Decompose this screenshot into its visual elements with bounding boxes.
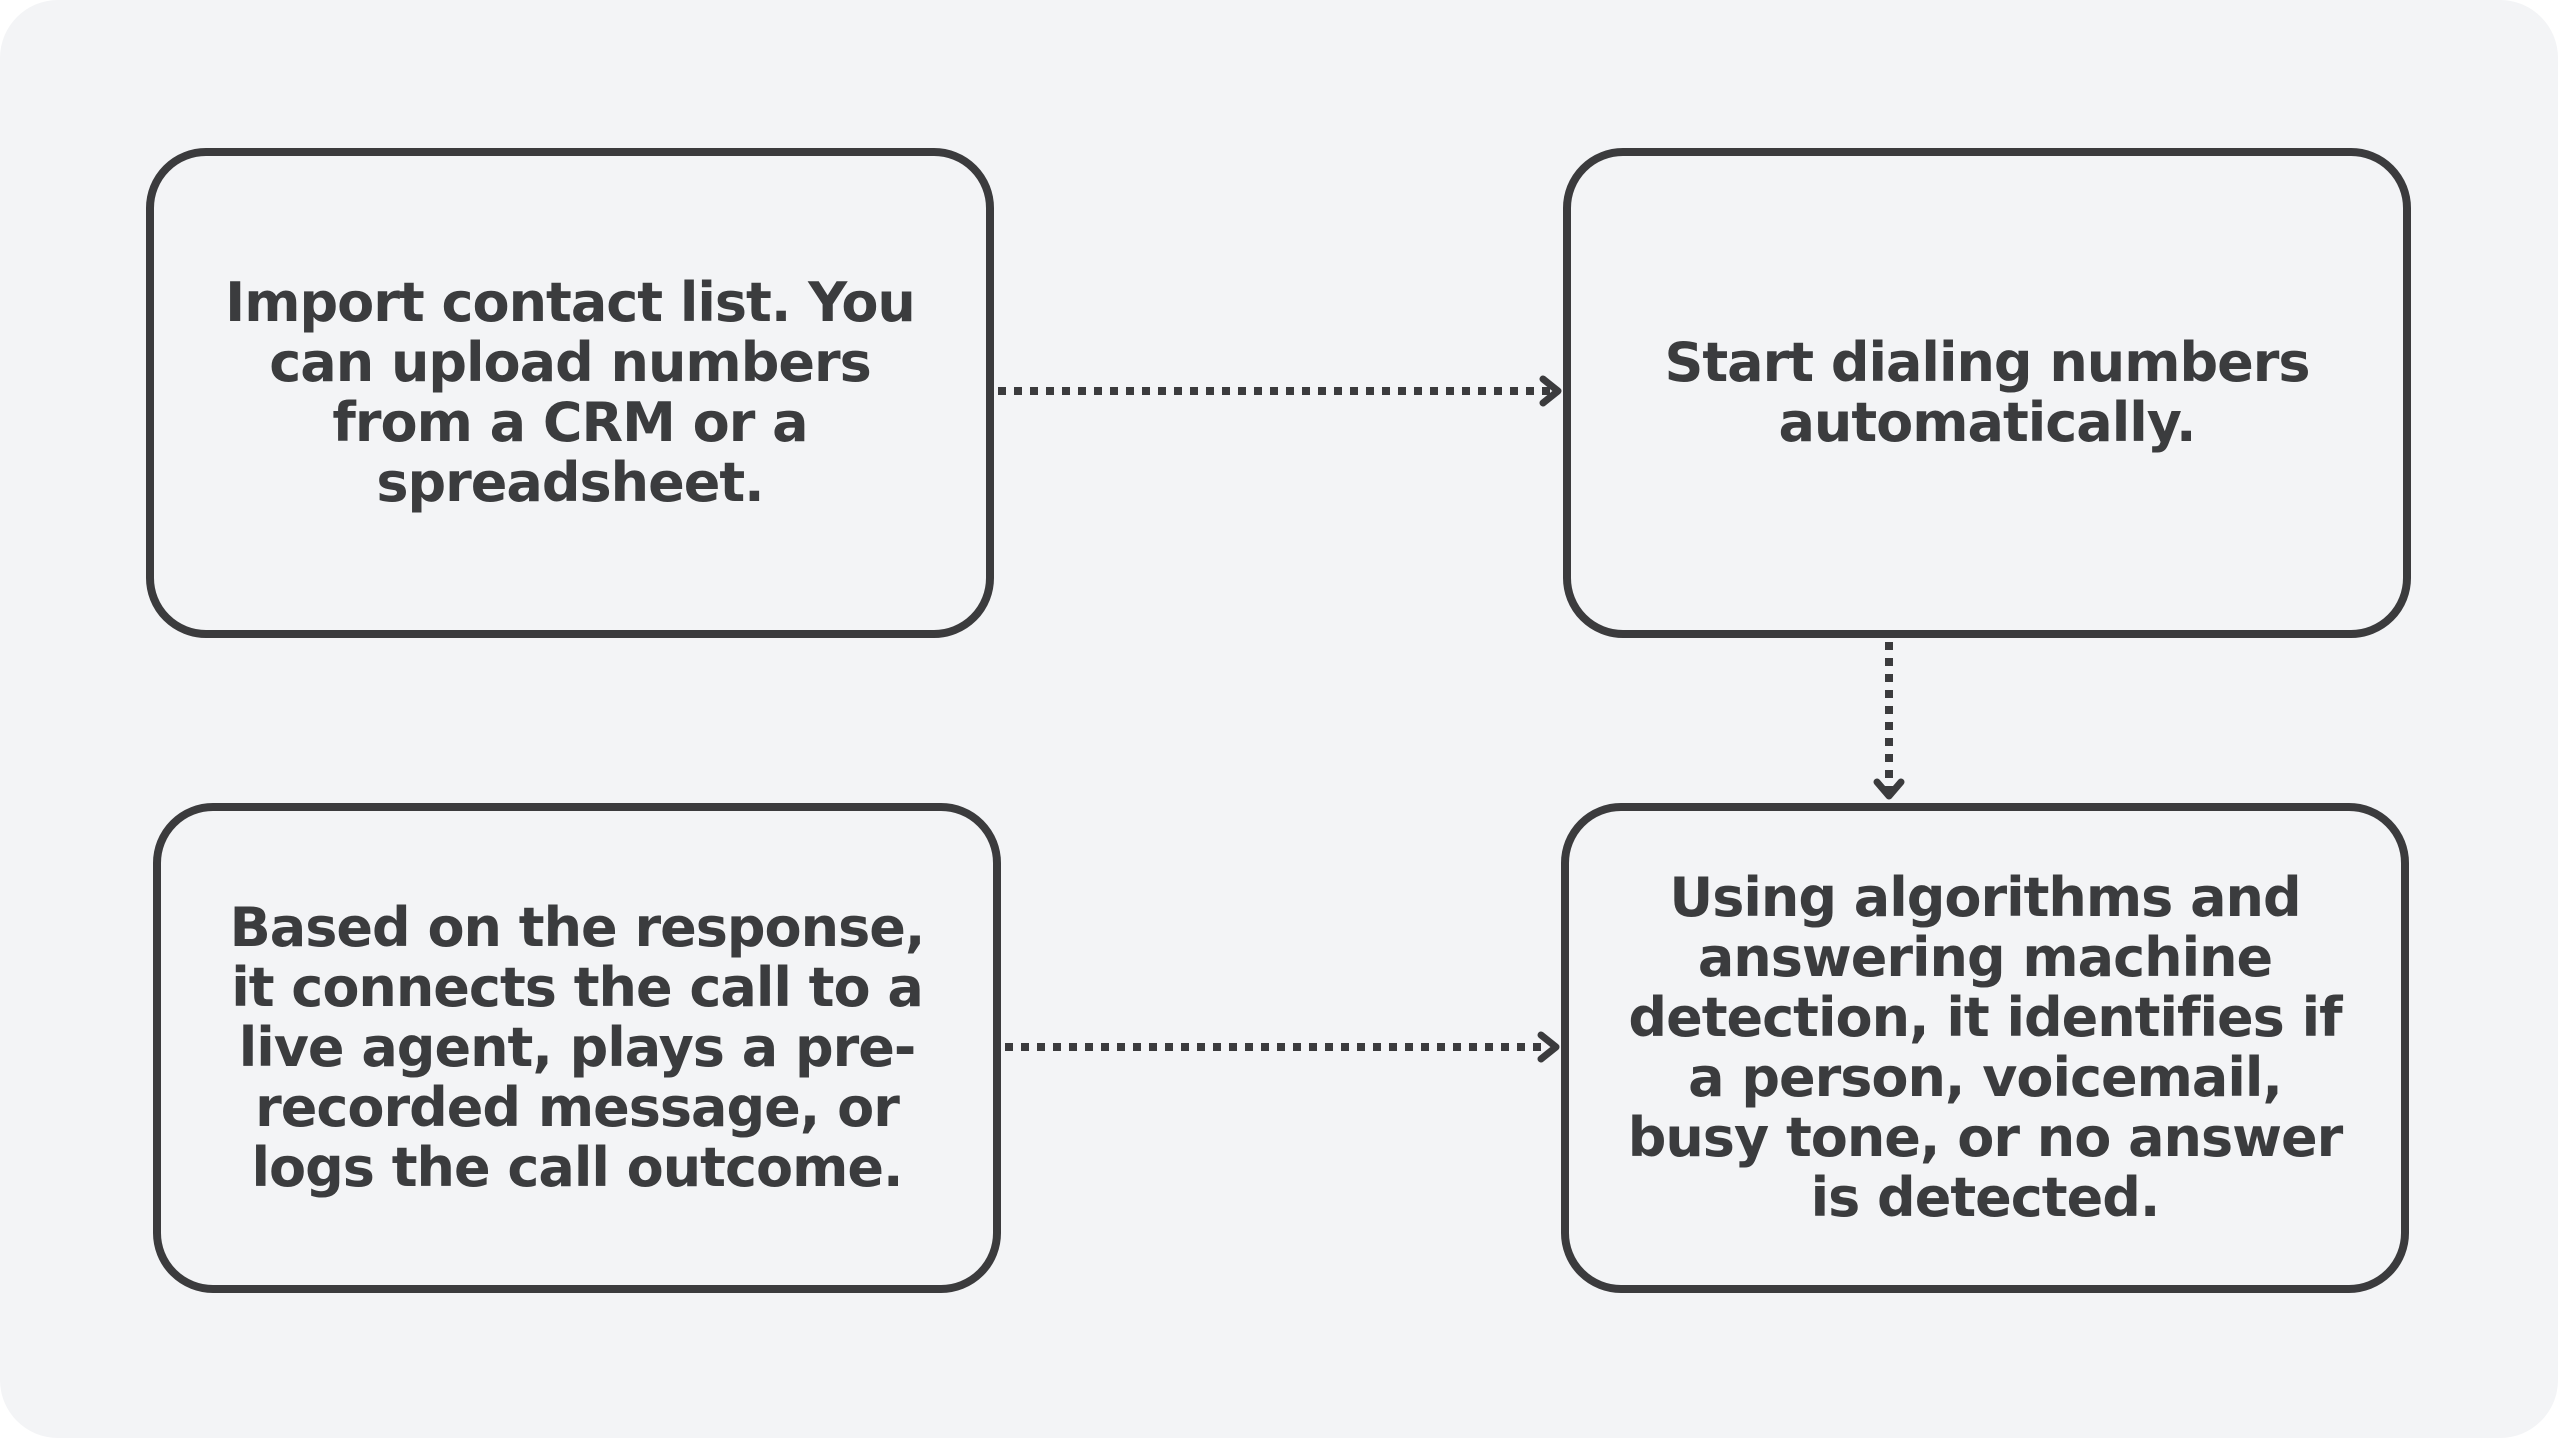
edge-route-to-detection [1005,1031,1560,1063]
node-start-dialing: Start dialing numbers automatically. [1563,148,2411,638]
node-start-dialing-text: Start dialing numbers automatically. [1664,331,2310,454]
node-route-call-text: Based on the response, it connects the c… [229,896,926,1199]
node-import-contacts-text: Import contact list. You can upload numb… [225,271,916,514]
edge-import-to-dialing [998,375,1562,407]
node-detection: Using algorithms and answering machine d… [1561,803,2409,1293]
node-detection-text: Using algorithms and answering machine d… [1627,866,2344,1229]
node-route-call: Based on the response, it connects the c… [153,803,1001,1293]
arrowhead-right-icon [1539,375,1562,407]
node-import-contacts: Import contact list. You can upload numb… [146,148,994,638]
edge-dialing-to-detection [1873,642,1905,800]
arrowhead-down-icon [1873,778,1905,800]
arrowhead-right-icon [1537,1031,1560,1063]
